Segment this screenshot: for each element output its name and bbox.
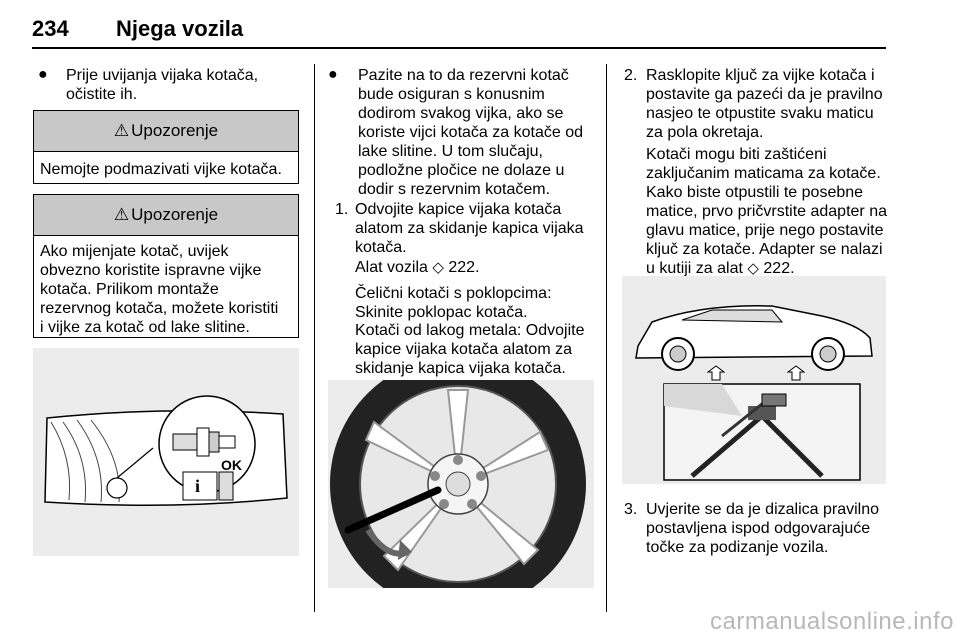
bullet-spare-wheel: ● Pazite na to da rezervni kotač bude os… (328, 66, 598, 199)
bullet-text-line: lake slitine. U tom slučaju, (358, 143, 543, 160)
warning-triangle-icon: ⚠ (113, 121, 130, 140)
bullet-text-line: koriste vijci kotača za kotače od (358, 124, 583, 141)
note-line: u kutiji za alat (646, 260, 743, 277)
warning-heading: ⚠ Upozorenje (34, 111, 298, 152)
car-jack-illustration (635, 305, 873, 481)
page-reference-arrow-icon: ◇ (432, 259, 444, 276)
step-text-line: Uvjerite se da je dizalica pravilno (646, 501, 879, 518)
figure-car-jack (622, 276, 886, 484)
column-divider-2 (606, 64, 607, 612)
figure-ok-label: OK (221, 457, 242, 473)
locked-ref-page: 222. (763, 260, 795, 277)
alloy-wheels-note: Kotači od lakog metala: Odvojite kapice … (355, 321, 605, 378)
step-text-line: Rasklopite ključ za vijke kotača i (646, 67, 875, 84)
step-1: 1. Odvojite kapice vijaka kotača alatom … (335, 200, 601, 257)
bullet-text-line: očistite ih. (66, 86, 138, 103)
warning-box-lubricate: ⚠ Upozorenje Nemojte podmazivati vijke k… (33, 110, 299, 184)
warning-heading-label: Upozorenje (131, 205, 219, 224)
step-text-line: postavljena ispod odgovarajuće (646, 520, 871, 537)
step-text-line: točke za podizanje vozila. (646, 539, 829, 556)
step-text-line: kotača. (355, 239, 407, 256)
note-line: Kotači od lakog metala: Odvojite (355, 322, 585, 339)
warning-line: rezervnog kotača, možete koristiti (40, 300, 279, 317)
warning-line: obvezno koristite ispravne vijke (40, 262, 262, 279)
bullet-icon: ● (328, 66, 338, 83)
step-text-line: za pola okretaja. (646, 124, 764, 141)
step-number: 2. (624, 67, 638, 84)
bullet-text-line: Prije uvijanja vijaka kotača, (66, 67, 259, 84)
note-line: Kotači mogu biti zaštićeni (646, 146, 827, 163)
warning-line: i vijke za kotač od lake slitine. (40, 319, 250, 336)
step-text-line: nasjeo te otpustite svaku maticu (646, 105, 874, 122)
figure-alloy-wheel (328, 356, 594, 612)
warning-triangle-icon: ⚠ (113, 205, 130, 224)
step-text-line: Odvojite kapice vijaka kotača (355, 201, 562, 218)
warning-body: Nemojte podmazivati vijke kotača. (40, 161, 282, 178)
warning-line: kotača. Prilikom montaže (40, 281, 219, 298)
bullet-text-line: Pazite na to da rezervni kotač (358, 67, 569, 84)
step-2: 2. Rasklopite ključ za vijke kotača i po… (624, 66, 894, 142)
wheel-bolt-illustration: i OK (44, 395, 288, 506)
note-line: Čelični kotači s poklopcima: (355, 285, 552, 302)
column-divider-1 (314, 64, 315, 612)
page-number: 234 (32, 16, 69, 41)
note-line: glavu matice, prije nego postavite (646, 222, 884, 239)
bullet-text-line: podložne pločice ne dolaze u (358, 162, 565, 179)
bullet-text-line: dodir s rezervnim kotačem. (358, 181, 551, 198)
note-line: Skinite poklopac kotača. (355, 304, 528, 321)
bullet-clean-bolts: ● Prije uvijanja vijaka kotača, očistite… (38, 66, 300, 104)
step-text-line: alatom za skidanje kapica vijaka (355, 220, 584, 237)
warning-box-correct-bolts: ⚠ Upozorenje Ako mijenjate kotač, uvijek… (33, 194, 299, 338)
step-number: 1. (335, 201, 349, 218)
step-3: 3. Uvjerite se da je dizalica pravilno p… (624, 500, 894, 557)
tool-reference: Alat vozila ◇ 222. (355, 258, 605, 277)
note-line: ključ za kotače. Adapter se nalazi (646, 241, 883, 258)
header-rule (32, 47, 886, 49)
warning-body: Ako mijenjate kotač, uvijek obvezno kori… (34, 236, 298, 343)
tool-ref-page: 222. (448, 259, 480, 276)
alloy-wheel-illustration (330, 356, 586, 612)
page-reference-arrow-icon: ◇ (747, 260, 759, 277)
watermark: carmanualsonline.info (710, 608, 954, 635)
steel-wheels-note: Čelični kotači s poklopcima: Skinite pok… (355, 284, 605, 322)
note-line: Kako biste otpustili te posebne (646, 184, 864, 201)
note-line: kapice vijaka kotača alatom za (355, 341, 572, 358)
step-text-line: postavite ga pazeći da je pravilno (646, 86, 883, 103)
step-number: 3. (624, 501, 638, 518)
tool-ref-text: Alat vozila (355, 259, 428, 276)
bullet-text-line: dodirom svakog vijka, ako se (358, 105, 564, 122)
note-line: zaključanim maticama za kotače. (646, 165, 881, 182)
bullet-text-line: bude osiguran s konusnim (358, 86, 545, 103)
warning-heading: ⚠ Upozorenje (34, 195, 298, 236)
note-line: matice, prvo pričvrstite adapter na (646, 203, 887, 220)
page-title: Njega vozila (116, 16, 244, 41)
bullet-icon: ● (38, 66, 48, 83)
locking-nuts-note: Kotači mogu biti zaštićeni zaključanim m… (646, 145, 896, 278)
svg-text:i: i (195, 476, 200, 496)
note-line: skidanje kapica vijaka kotača. (355, 360, 566, 377)
warning-heading-label: Upozorenje (131, 121, 219, 140)
figure-wheel-bolt-label: i OK (33, 348, 299, 556)
warning-line: Ako mijenjate kotač, uvijek (40, 243, 229, 260)
